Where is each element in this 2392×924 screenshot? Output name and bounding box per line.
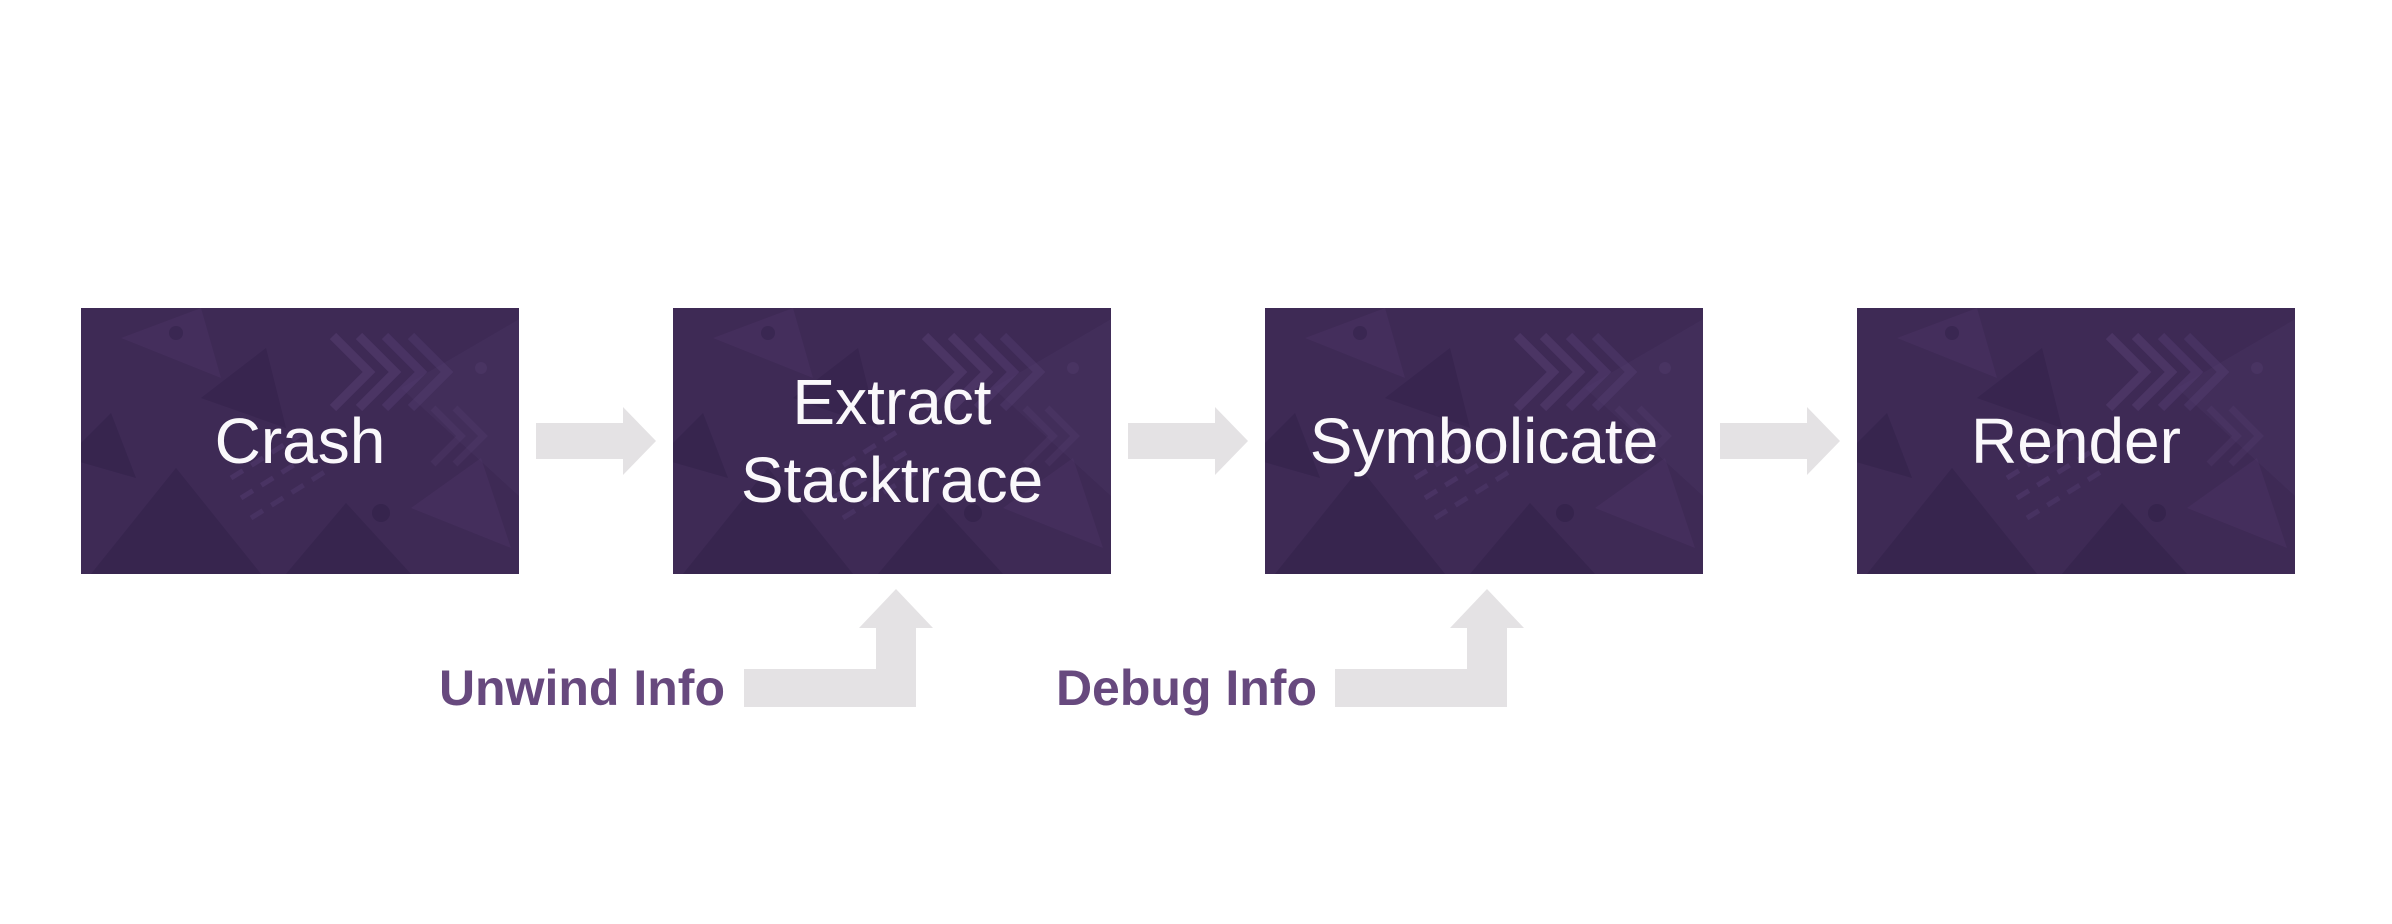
right-block-arrow-icon <box>1128 407 1248 475</box>
up-elbow-arrow-icon <box>744 589 933 707</box>
unwind-info-label: Unwind Info <box>438 660 725 716</box>
step-label: Render <box>1971 405 2181 477</box>
process-step-symbolicate: Symbolicate <box>1265 308 1703 574</box>
up-elbow-arrow-icon <box>1335 589 1524 707</box>
process-step-render: Render <box>1857 308 2295 574</box>
right-block-arrow-icon <box>1720 407 1840 475</box>
step-label: Extract Stacktrace <box>740 366 1044 516</box>
right-block-arrow-icon <box>536 407 656 475</box>
process-step-extract-stacktrace: Extract Stacktrace <box>673 308 1111 574</box>
process-step-crash: Crash <box>81 308 519 574</box>
step-label: Symbolicate <box>1309 405 1659 477</box>
step-label: Crash <box>214 405 386 477</box>
debug-info-label: Debug Info <box>1055 660 1317 716</box>
